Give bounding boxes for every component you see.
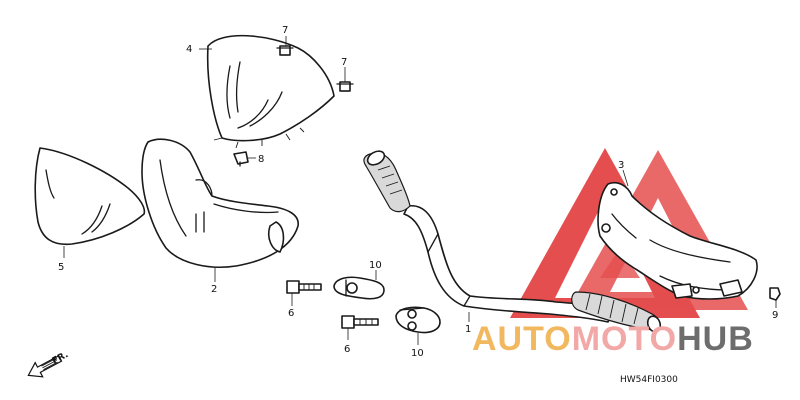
front-direction-arrow	[27, 355, 63, 378]
leader-lines	[63, 36, 777, 345]
front-direction-label: FR.	[51, 350, 70, 367]
watermark-text: AUTOMOTOHUB	[472, 320, 754, 358]
right-grip	[571, 291, 662, 333]
screw-9	[769, 287, 781, 301]
side-cover	[34, 147, 146, 246]
callout-6-lower: 6	[344, 344, 350, 355]
callout-1: 1	[465, 324, 471, 335]
watermark-triangle-inner	[600, 248, 640, 278]
bolt-7-right	[336, 81, 354, 92]
callout-7-upper: 7	[282, 25, 288, 36]
holder-10-lower	[395, 306, 441, 334]
callout-7-right: 7	[341, 57, 347, 68]
clip-8	[233, 151, 249, 167]
handlebar-bracket	[597, 181, 758, 300]
diagram-code: HW54FI0300	[620, 375, 678, 385]
callout-8: 8	[258, 154, 264, 165]
callout-4: 4	[186, 44, 192, 55]
callout-6-upper: 6	[288, 308, 294, 319]
lower-handlebar-cover	[141, 138, 299, 268]
watermark-text-moto: MOTO	[572, 320, 677, 358]
left-grip	[363, 150, 411, 213]
watermark-text-auto: AUTO	[472, 320, 572, 358]
callout-5: 5	[58, 262, 64, 273]
holder-10-upper	[333, 276, 385, 300]
bolt-6-upper	[286, 280, 322, 294]
callout-2: 2	[211, 284, 217, 295]
callout-3: 3	[618, 160, 624, 171]
callout-labels: 4 7 7 8 5 2 1 3 6 6 10 10 9	[58, 25, 778, 359]
bolt-7-upper	[276, 45, 294, 56]
callout-10-upper: 10	[369, 260, 382, 271]
bolt-6-lower	[341, 315, 379, 329]
handlebar	[403, 205, 613, 323]
callout-10-lower: 10	[411, 348, 424, 359]
upper-handlebar-cover	[206, 34, 335, 149]
callout-9: 9	[772, 310, 778, 321]
watermark-text-hub: HUB	[677, 320, 754, 358]
